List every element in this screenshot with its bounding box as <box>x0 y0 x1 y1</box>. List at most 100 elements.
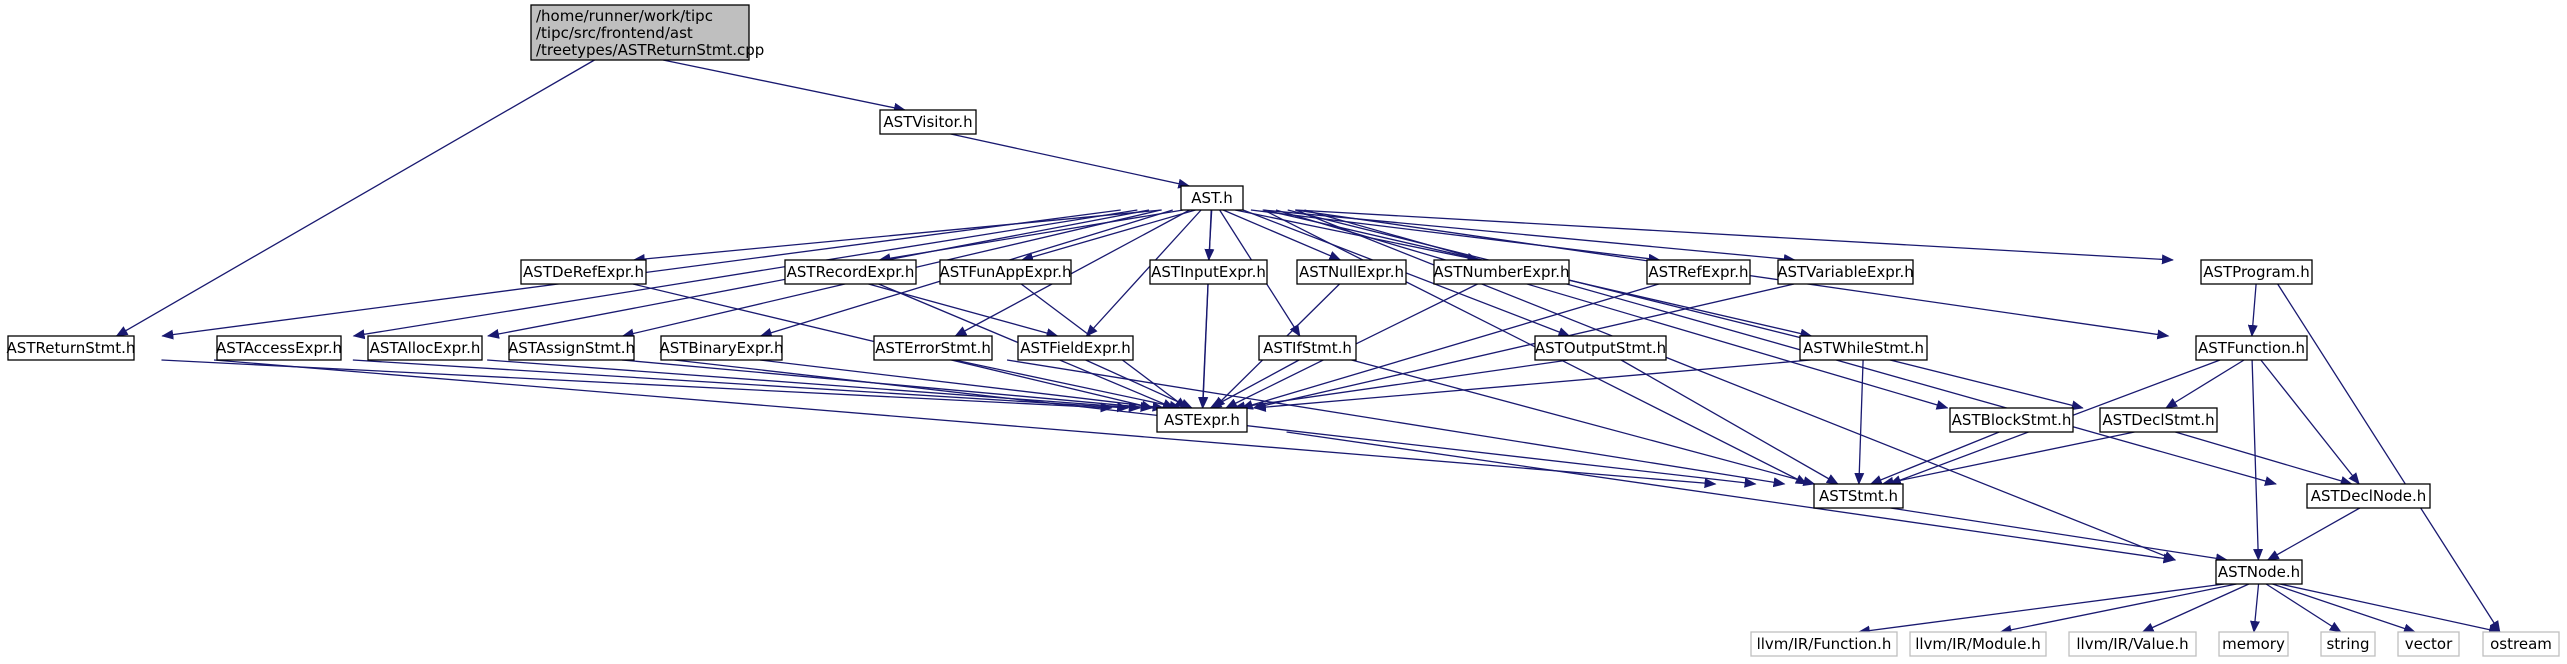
node-box <box>367 335 483 361</box>
node-binaryexpr[interactable]: ASTBinaryExpr.h <box>659 335 784 361</box>
edges-layer <box>115 59 2502 636</box>
node-label: ASTNumberExpr.h <box>1433 263 1569 281</box>
node-refexpr[interactable]: ASTRefExpr.h <box>1646 259 1751 285</box>
edge-line <box>632 209 1162 264</box>
edge-ast-to-variableexpr <box>1262 209 1796 264</box>
node-funappexpr[interactable]: ASTFunAppExpr.h <box>939 259 1072 285</box>
node-box <box>2397 631 2460 657</box>
edge-root-to-returnstmt <box>115 59 595 337</box>
edge-expr-to-node <box>1286 431 2176 564</box>
edge-line <box>1881 431 2135 487</box>
node-recordexpr[interactable]: ASTRecordExpr.h <box>784 259 917 285</box>
edge-ast-to-declnode <box>1304 209 2277 486</box>
node-box <box>1534 335 1667 361</box>
edge-line <box>352 209 1138 340</box>
edge-line <box>2260 359 2360 485</box>
edge-ast-to-accessexpr <box>352 209 1138 340</box>
node-program[interactable]: ASTProgram.h <box>2200 259 2313 285</box>
node-box <box>1258 335 1357 361</box>
node-allocexpr[interactable]: ASTAllocExpr.h <box>367 335 483 361</box>
node-label: ASTReturnStmt.h <box>7 339 136 357</box>
node-label: ASTAccessExpr.h <box>216 339 342 357</box>
edge-ast-to-errorstmt <box>954 209 1190 337</box>
edge-fieldexpr-to-expr <box>1085 359 1193 409</box>
node-box <box>216 335 342 361</box>
node-label: ASTProgram.h <box>2203 263 2310 281</box>
node-declnode[interactable]: ASTDeclNode.h <box>2306 483 2431 509</box>
node-inputexpr[interactable]: ASTInputExpr.h <box>1149 259 1268 285</box>
node-derefexpr[interactable]: ASTDeRefExpr.h <box>520 259 647 285</box>
node-expr[interactable]: ASTExpr.h <box>1156 407 1248 433</box>
node-root: /home/runner/work/tipc/tipc/src/frontend… <box>530 4 764 61</box>
node-box <box>784 259 917 285</box>
edge-line <box>1006 359 1786 488</box>
edge-line <box>1240 283 1659 410</box>
node-label: ASTNullExpr.h <box>1299 263 1404 281</box>
node-numberexpr[interactable]: ASTNumberExpr.h <box>1433 259 1570 285</box>
edge-returnstmt-to-expr <box>161 359 1113 413</box>
node-label: ASTAllocExpr.h <box>370 339 481 357</box>
node-ast[interactable]: AST.h <box>1180 185 1244 211</box>
edge-line <box>2141 583 2250 633</box>
edge-line <box>2251 359 2264 561</box>
node-box <box>879 109 977 135</box>
node-box <box>939 259 1072 285</box>
node-label: AST.h <box>1191 189 1232 207</box>
edge-line <box>2279 583 2502 635</box>
node-label: ASTRefExpr.h <box>1648 263 1748 281</box>
node-label: ASTErrorStmt.h <box>875 339 991 357</box>
edge-node-to-vector <box>2272 583 2416 634</box>
node-fieldexpr[interactable]: ASTFieldExpr.h <box>1017 335 1134 361</box>
edge-line <box>950 133 1191 189</box>
node-returnstmt[interactable]: ASTReturnStmt.h <box>7 335 136 361</box>
node-vector: vector <box>2397 631 2460 657</box>
edge-line <box>1854 359 1865 485</box>
node-stmt[interactable]: ASTStmt.h <box>1813 483 1904 509</box>
node-node[interactable]: ASTNode.h <box>2215 559 2303 585</box>
node-box <box>1750 631 1898 657</box>
node-nullexpr[interactable]: ASTNullExpr.h <box>1296 259 1407 285</box>
edge-line <box>1021 209 1196 262</box>
node-visitor[interactable]: ASTVisitor.h <box>879 109 977 135</box>
edge-line <box>878 209 1184 264</box>
node-box <box>2306 483 2431 509</box>
node-label: ASTExpr.h <box>1164 411 1240 429</box>
node-label: ASTAssignStmt.h <box>508 339 635 357</box>
edge-node-to-llvmmodule <box>1999 583 2237 635</box>
node-variableexpr[interactable]: ASTVariableExpr.h <box>1777 259 1914 285</box>
node-function[interactable]: ASTFunction.h <box>2195 335 2308 361</box>
edge-line <box>487 359 1141 413</box>
node-declstmt[interactable]: ASTDeclStmt.h <box>2099 407 2218 433</box>
node-accessexpr[interactable]: ASTAccessExpr.h <box>216 335 342 361</box>
edge-stmt-to-node <box>1890 507 2228 564</box>
node-label: ASTDeRefExpr.h <box>523 263 644 281</box>
edge-line <box>1295 209 2174 265</box>
node-label: ASTFunction.h <box>2198 339 2305 357</box>
node-ifstmt[interactable]: ASTIfStmt.h <box>1258 335 1357 361</box>
edge-whilestmt-to-expr <box>1253 359 1811 413</box>
node-label: llvm/IR/Value.h <box>2076 635 2188 653</box>
edge-accessexpr-to-expr <box>352 359 1130 413</box>
node-outputstmt[interactable]: ASTOutputStmt.h <box>1534 335 1667 361</box>
edge-line <box>352 359 1130 413</box>
edge-line <box>1275 209 1949 410</box>
nodes-layer: /home/runner/work/tipc/tipc/src/frontend… <box>7 4 2560 657</box>
edge-line <box>161 359 1113 413</box>
node-assignstmt[interactable]: ASTAssignStmt.h <box>508 335 635 361</box>
node-label: ASTInputExpr.h <box>1151 263 1266 281</box>
edge-ast-to-funappexpr <box>1021 209 1196 262</box>
edge-refexpr-to-expr <box>1240 283 1659 410</box>
node-llvmvalue: llvm/IR/Value.h <box>2068 631 2197 657</box>
node-errorstmt[interactable]: ASTErrorStmt.h <box>873 335 993 361</box>
edge-line <box>1253 359 1811 413</box>
edge-line <box>954 209 1190 337</box>
edge-inputexpr-to-expr <box>1198 283 1209 409</box>
node-label: llvm/IR/Function.h <box>1757 635 1892 653</box>
node-llvmfunction: llvm/IR/Function.h <box>1750 631 1898 657</box>
node-blockstmt[interactable]: ASTBlockStmt.h <box>1949 407 2074 433</box>
node-whilestmt[interactable]: ASTWhileStmt.h <box>1799 335 1928 361</box>
edge-declnode-to-node <box>2266 507 2361 561</box>
node-box <box>1156 407 1248 433</box>
node-label: vector <box>2405 635 2453 653</box>
edge-line <box>2175 431 2353 486</box>
